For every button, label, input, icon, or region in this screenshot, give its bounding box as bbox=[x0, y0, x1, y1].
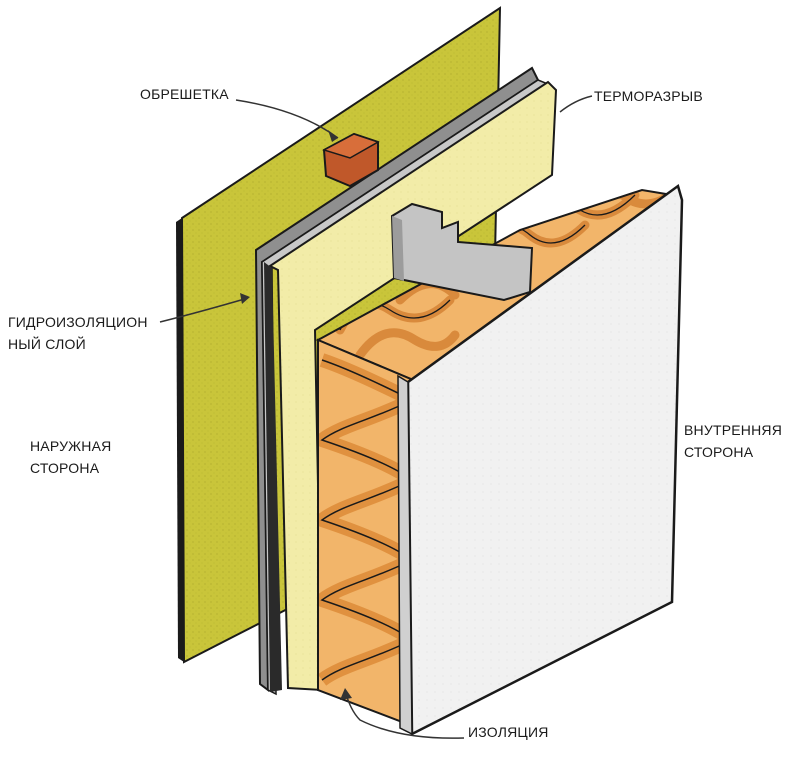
leader-termorazryv bbox=[559, 95, 593, 113]
thermal-break-board bbox=[268, 80, 558, 692]
thermal-break-edge bbox=[264, 262, 282, 692]
metal-profile bbox=[390, 202, 534, 302]
label-outer-line1: НАРУЖНАЯ bbox=[30, 438, 112, 454]
label-inner-line1: ВНУТРЕННЯЯ bbox=[684, 422, 783, 438]
drywall-edge bbox=[397, 374, 413, 736]
label-outer-line2: СТОРОНА bbox=[30, 460, 100, 476]
label-gidro-line2: НЫЙ СЛОЙ bbox=[8, 336, 86, 352]
leader-gidro bbox=[159, 297, 249, 323]
label-inner-line2: СТОРОНА bbox=[684, 444, 754, 460]
label-termorazryv: ТЕРМОРАЗРЫВ bbox=[594, 88, 703, 104]
leader-izolyaciya bbox=[344, 689, 465, 739]
label-obreshetka: ОБРЕШЕТКА bbox=[140, 86, 229, 102]
outer-board-edge bbox=[176, 218, 184, 662]
label-izolyaciya: ИЗОЛЯЦИЯ bbox=[468, 724, 549, 740]
label-gidro-line1: ГИДРОИЗОЛЯЦИОН bbox=[8, 314, 148, 330]
